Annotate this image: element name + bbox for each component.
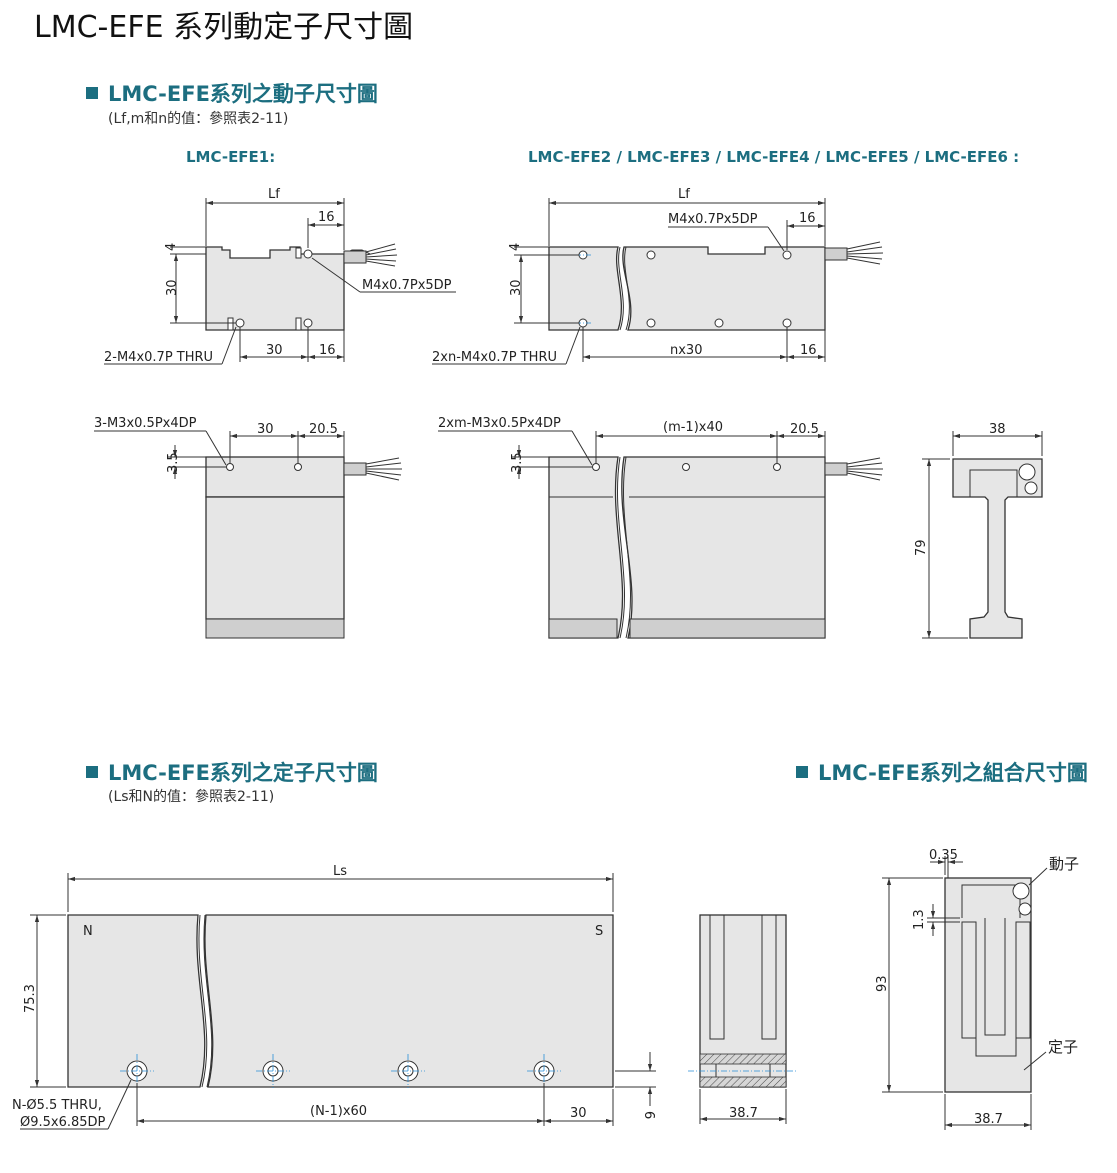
dim-lf-2: Lf	[678, 187, 690, 202]
dim-4: 4	[164, 243, 179, 251]
counterbore-holes	[120, 1054, 561, 1088]
dim-16b: 16	[319, 343, 336, 358]
label-m4-tap: M4x0.7Px5DP	[362, 278, 452, 293]
dim-30-side: 30	[257, 422, 274, 437]
square-bullet-icon	[796, 766, 808, 778]
efe2-6-side-view: (m-1)x40 20.5 3.5 2xm-M3x0.5Px4DP	[438, 416, 883, 639]
dim-6: 6	[641, 1111, 656, 1119]
cable-wires-icon	[365, 457, 402, 481]
dim-20-5: 20.5	[309, 422, 338, 437]
mover-section-note: (Lf,m和n的值：參照表2-11)	[108, 111, 289, 127]
dim-30-2: 30	[509, 279, 524, 296]
square-bullet-icon	[86, 87, 98, 99]
mover-end-view: 38 79	[914, 422, 1043, 639]
dim-16: 16	[318, 210, 335, 225]
dim-38-7-assy: 38.7	[974, 1112, 1003, 1127]
stator-plan-view: N S Ls 75.3 (N-1)x60 30 6	[12, 864, 656, 1130]
cable-wires-icon	[846, 457, 883, 481]
dim-nx30: nx30	[670, 343, 702, 358]
stator-section-heading: LMC-EFE系列之定子尺寸圖	[86, 757, 378, 787]
dim-3-5-2: 3.5	[510, 452, 525, 473]
model-label-efe1: LMC-EFE1:	[186, 148, 276, 166]
cable-wires-icon	[365, 243, 398, 267]
dim-38-7: 38.7	[729, 1106, 758, 1121]
efe1-side-view: 30 20.5 3.5 3-M3x0.5Px4DP	[94, 416, 402, 639]
pole-n: N	[83, 924, 93, 939]
label-hole-cb: Ø9.5x6.85DP	[20, 1115, 106, 1130]
dim-16-2b: 16	[800, 343, 817, 358]
label-m4-thru-2xn: 2xn-M4x0.7P THRU	[432, 350, 557, 365]
label-hole-thru: N-Ø5.5 THRU,	[12, 1098, 102, 1113]
dim-m-1-x40: (m-1)x40	[663, 420, 723, 435]
dim-lf: Lf	[268, 187, 280, 202]
dim-4-2: 4	[508, 243, 523, 251]
cable-wires-icon	[846, 241, 884, 265]
stator-section-note: (Ls和N的值：參照表2-11)	[108, 789, 275, 805]
dim-16-2: 16	[799, 211, 816, 226]
label-m4-thru: 2-M4x0.7P THRU	[104, 350, 213, 365]
dim-79: 79	[914, 539, 929, 556]
pole-s: S	[595, 924, 603, 939]
dim-1-3: 1.3	[912, 909, 927, 930]
dim-30: 30	[165, 279, 180, 296]
label-stator: 定子	[1048, 1038, 1078, 1056]
dim-20-5-2: 20.5	[790, 422, 819, 437]
dim-30b: 30	[266, 343, 283, 358]
dim-30-stator: 30	[570, 1106, 587, 1121]
label-mover: 動子	[1049, 855, 1079, 873]
dim-38: 38	[989, 422, 1006, 437]
stator-end-view: 38.7	[688, 914, 798, 1124]
assembly-view: 0.35 1.3 93 38.7 動子 定子	[875, 848, 1079, 1130]
label-m4-tap-2: M4x0.7Px5DP	[668, 212, 758, 227]
dim-n-1-x60: (N-1)x60	[310, 1104, 367, 1119]
dim-93: 93	[875, 975, 890, 992]
dim-3-5: 3.5	[166, 452, 181, 473]
assembly-section-heading: LMC-EFE系列之組合尺寸圖	[796, 757, 1088, 787]
dim-75-3: 75.3	[23, 984, 38, 1013]
model-label-efe2-6: LMC-EFE2 / LMC-EFE3 / LMC-EFE4 / LMC-EFE…	[528, 148, 1020, 166]
mover-section-heading: LMC-EFE系列之動子尺寸圖	[86, 78, 378, 108]
efe1-top-view: Lf 16 4 30 M4x0.7Px5DP 30 16 2-M4x0.7P T…	[104, 187, 456, 365]
label-m3-2xm: 2xm-M3x0.5Px4DP	[438, 416, 561, 431]
square-bullet-icon	[86, 766, 98, 778]
cable-connector	[343, 250, 367, 264]
page-title: LMC-EFE 系列動定子尺寸圖	[34, 10, 414, 45]
dim-0-35: 0.35	[929, 848, 958, 863]
dim-ls: Ls	[333, 864, 347, 879]
label-m3-3: 3-M3x0.5Px4DP	[94, 416, 197, 431]
efe2-6-top-view: Lf 16 M4x0.7Px5DP 4 30 nx30 16 2xn-M4x0.…	[432, 187, 884, 365]
